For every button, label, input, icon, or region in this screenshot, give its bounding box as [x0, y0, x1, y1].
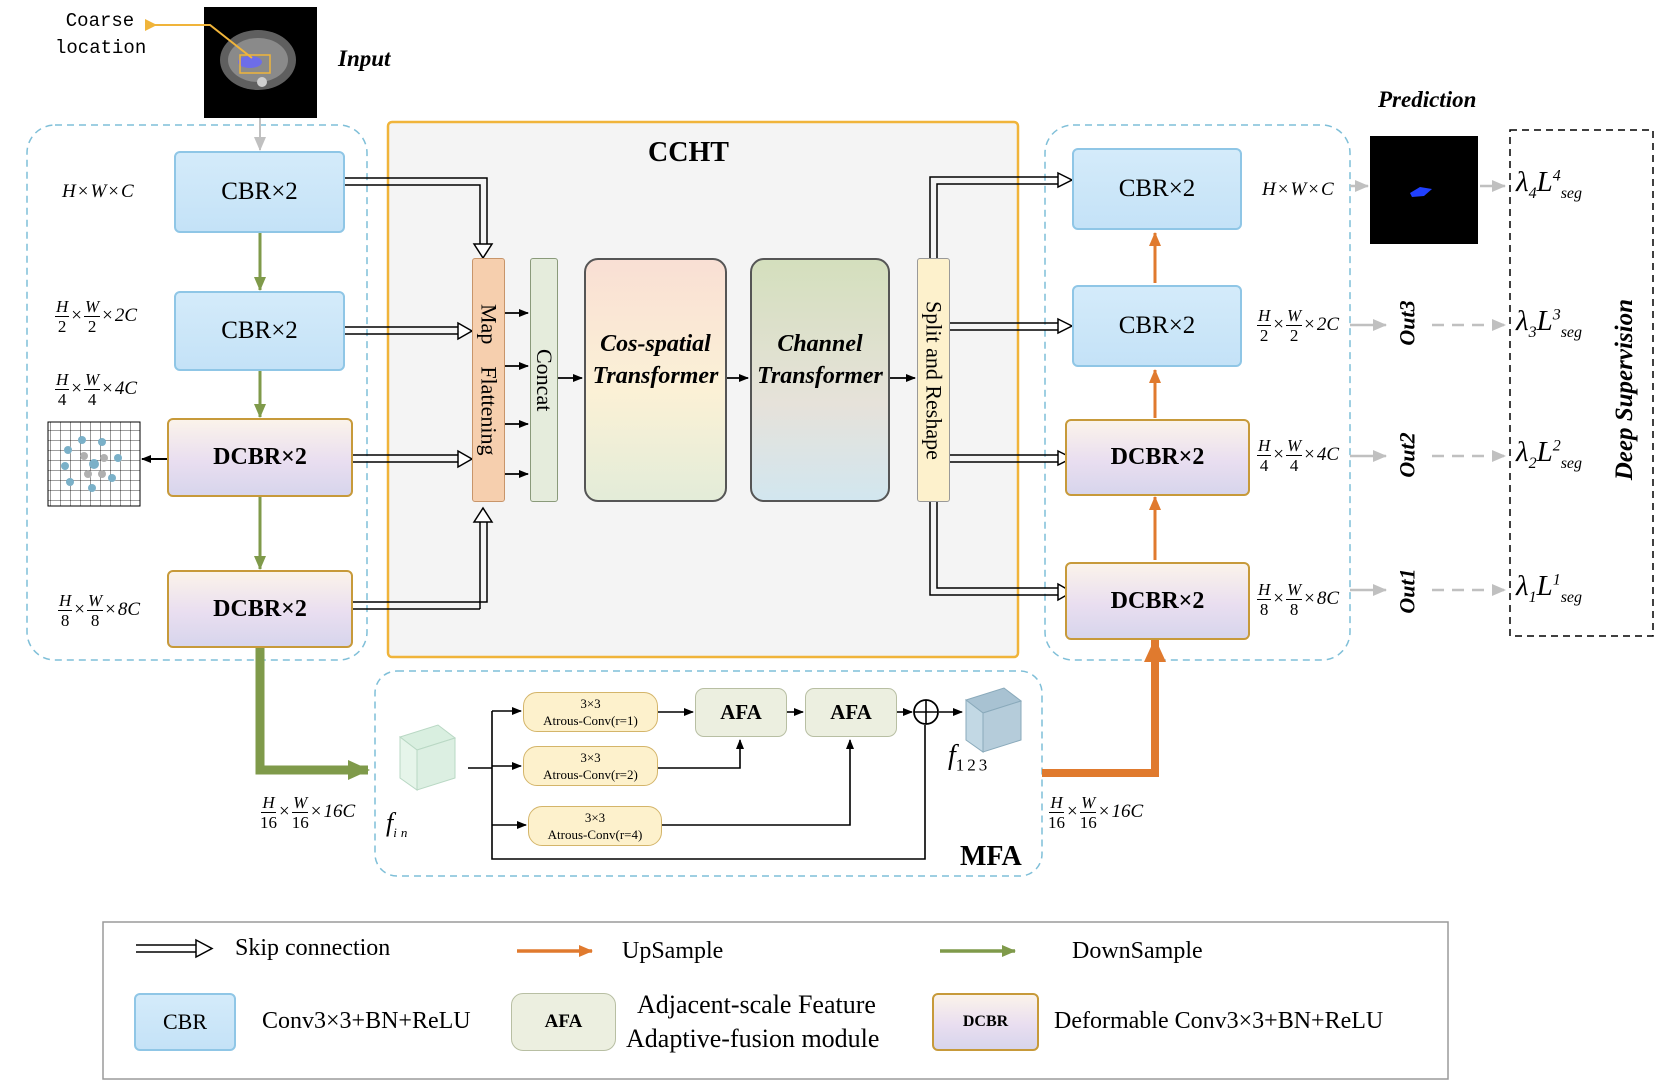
prediction-image [1370, 136, 1478, 244]
encoder-cbr-1: CBR×2 [174, 151, 345, 233]
atrous-conv-r4: 3×3 Atrous-Conv(r=4) [528, 806, 662, 846]
atrous-conv-r2: 3×3 Atrous-Conv(r=2) [523, 746, 658, 786]
split-reshape-block: Split and Reshape [917, 258, 950, 502]
deep-supervision-label: Deep Supervision [1611, 299, 1638, 481]
out-to-loss-arrows [1432, 319, 1506, 596]
deformable-grid-icon [47, 421, 141, 507]
legend-cbr-desc: Conv3×3+BN+ReLU [262, 1008, 471, 1034]
ccht-title: CCHT [648, 137, 729, 168]
flatten-to-concat-arrows [505, 309, 916, 478]
atrous-conv-label: Atrous-Conv(r=1) [543, 713, 638, 728]
loss-2: λ2L2seg [1516, 436, 1583, 472]
legend-dcbr-swatch: DCBR [932, 993, 1039, 1051]
mfa-connectors [468, 707, 963, 860]
cos-spatial-transformer-block: Cos-spatial Transformer [584, 258, 727, 502]
loss-1: λ1L1seg [1516, 570, 1583, 606]
decoder-dcbr-3: DCBR×2 [1065, 419, 1250, 496]
output-arrows [1350, 180, 1506, 596]
f-in-label: fin [386, 808, 412, 841]
legend-cbr-swatch: CBR [134, 993, 236, 1051]
prediction-title: Prediction [1378, 87, 1477, 112]
channel-transformer-block: Channel Transformer [750, 258, 890, 502]
skip-connections-encoder [345, 177, 494, 610]
element-wise-sum-icon [913, 699, 939, 725]
atrous-kernel-label: 3×3 [580, 696, 601, 711]
encoder-dcbr-4: DCBR×2 [167, 570, 353, 648]
mfa-input-cube [398, 724, 457, 791]
downsample-arrow-to-mfa [255, 648, 370, 780]
decoder-dcbr-4: DCBR×2 [1065, 562, 1250, 640]
encoder-cbr-2: CBR×2 [174, 291, 345, 371]
mfa-output-cube [964, 687, 1023, 753]
decoder-panel [1044, 124, 1351, 661]
out2-label: Out2 [1394, 432, 1420, 478]
input-ct-image [204, 7, 317, 118]
out1-label: Out1 [1394, 568, 1420, 614]
legend-dcbr-desc: Deformable Conv3×3+BN+ReLU [1054, 1008, 1384, 1034]
map-flattening-block: Map Flattening [472, 258, 505, 502]
atrous-conv-r1: 3×3 Atrous-Conv(r=1) [523, 692, 658, 732]
dim-label-level1-encoder: H×W×C [62, 181, 134, 202]
legend-skip-icon [136, 938, 214, 959]
coarse-location-arrow [145, 19, 253, 59]
legend-afa-desc-2: Adaptive-fusion module [626, 1024, 880, 1053]
decoder-cbr-2: CBR×2 [1072, 285, 1242, 367]
atrous-conv-label: Atrous-Conv(r=4) [547, 827, 643, 842]
coarse-location-label: Coarse location [55, 10, 147, 59]
skip-connections-decoder [929, 171, 1074, 602]
atrous-conv-label: Atrous-Conv(r=2) [543, 767, 638, 782]
legend-upsample-label: UpSample [622, 938, 724, 964]
dim-label-level1-decoder: H×W×C [1262, 179, 1334, 200]
legend-box [102, 921, 1449, 1080]
mfa-title: MFA [960, 841, 1022, 872]
loss-3: λ3L3seg [1516, 305, 1583, 341]
loss-4: λ4L4seg [1516, 166, 1583, 202]
upsample-arrow-from-mfa [1042, 638, 1166, 777]
legend-downsample-label: DownSample [1072, 938, 1203, 964]
afa-block-1: AFA [695, 688, 787, 737]
concat-block: Concat [530, 258, 558, 502]
legend-afa-desc-1: Adjacent-scale Feature [637, 990, 876, 1019]
deep-supervision-panel [1509, 129, 1654, 637]
encoder-panel [26, 124, 368, 661]
atrous-kernel-label: 3×3 [580, 750, 601, 765]
legend-afa-swatch: AFA [511, 993, 616, 1051]
out3-label: Out3 [1394, 300, 1420, 346]
input-title: Input [338, 46, 391, 71]
f-123-label: f123 [948, 740, 991, 775]
afa-block-2: AFA [805, 688, 897, 737]
encoder-dcbr-3: DCBR×2 [167, 418, 353, 497]
decoder-cbr-1: CBR×2 [1072, 148, 1242, 230]
legend-skip-label: Skip connection [235, 935, 391, 961]
atrous-kernel-label: 3×3 [584, 810, 606, 825]
